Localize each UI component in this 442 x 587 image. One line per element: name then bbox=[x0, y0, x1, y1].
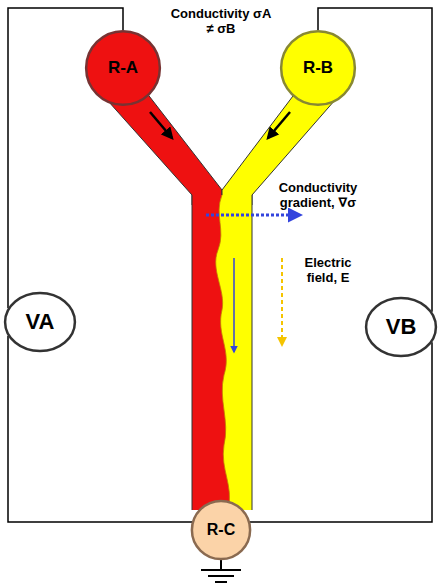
field-arrow bbox=[233, 258, 235, 352]
node-label: VB bbox=[386, 314, 417, 340]
channel-wall bbox=[192, 195, 193, 510]
stream-interface bbox=[216, 195, 230, 510]
reservoir-circle: R-A bbox=[85, 30, 161, 106]
annotation-label: Electric field, E bbox=[290, 255, 366, 285]
ground-symbol bbox=[201, 558, 241, 582]
red-inlet-arm bbox=[100, 92, 222, 205]
channel-wall bbox=[252, 195, 253, 510]
reservoir-circle: R-C bbox=[191, 500, 251, 560]
red-stream bbox=[192, 195, 252, 510]
annotation-label: Conductivity σA ≠ σB bbox=[166, 6, 276, 36]
flow-arrow bbox=[150, 112, 172, 138]
field-arrow bbox=[281, 258, 283, 345]
node-label: R-B bbox=[303, 58, 333, 78]
node-label: R-A bbox=[108, 58, 138, 78]
reservoir-circle: R-B bbox=[280, 30, 356, 106]
node-label: R-C bbox=[207, 521, 235, 539]
voltage-source: VA bbox=[4, 292, 76, 352]
red-stream bbox=[192, 195, 230, 510]
flow-arrow bbox=[268, 112, 290, 138]
wire bbox=[8, 336, 192, 522]
annotation-label: Conductivity gradient, ∇σ bbox=[262, 180, 374, 210]
voltage-source: VB bbox=[365, 297, 437, 357]
gradient-arrow bbox=[206, 214, 300, 217]
node-label: VA bbox=[26, 309, 55, 335]
wire bbox=[250, 342, 432, 522]
